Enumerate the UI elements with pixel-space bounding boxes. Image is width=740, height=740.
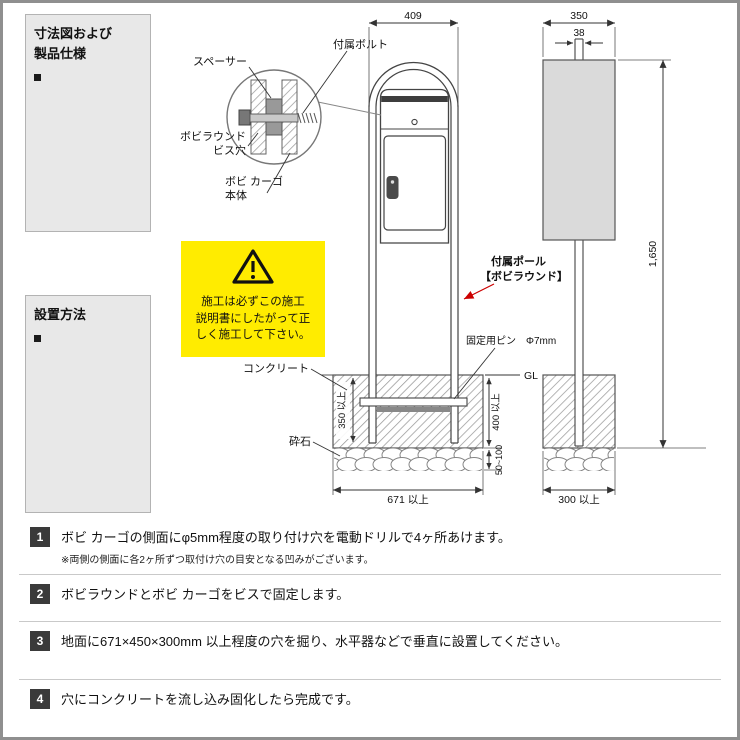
screw-hole-label-1: ボビラウンド: [180, 130, 246, 143]
divider: [19, 679, 721, 680]
bolt-label: 付属ボルト: [333, 38, 388, 51]
step-1-note: ※両側の側面に各2ヶ所ずつ取付け穴の目安となる凹みがございます。: [61, 555, 374, 567]
pole-arch-inner: [375, 68, 452, 108]
gravel-layer-side: [544, 448, 614, 471]
spacer-label: スペーサー: [193, 55, 247, 68]
fixing-pin: [359, 397, 468, 407]
front-view-unit: [359, 61, 468, 444]
divider: [19, 621, 721, 622]
dimension-lines: [333, 19, 667, 494]
bolt-threads: [297, 112, 318, 124]
pole-label-2: 【ボビラウンド】: [480, 269, 568, 283]
door-lock: [386, 176, 399, 199]
spec-title-line1: 寸法図および: [34, 26, 113, 41]
concrete-leader: [310, 368, 348, 391]
mail-slot: [381, 96, 448, 102]
spec-title-box: 寸法図および 製品仕様: [25, 14, 151, 232]
dim-hole-width: 671 以上: [387, 494, 428, 506]
pole-arch-outer: [368, 61, 459, 108]
mailbox-door: [383, 135, 447, 231]
dim-pole-width: 38: [573, 28, 585, 39]
dim-front-width: 409: [404, 10, 422, 22]
side-cabinet: [542, 59, 616, 241]
step-1-text: ボビ カーゴの側面にφ5mm程度の取り付け穴を電動ドリルで4ヶ所あけます。: [61, 530, 511, 545]
dim-total-height: 1,650: [647, 241, 659, 267]
screw-hole-label-2: ビス穴: [213, 143, 246, 157]
step-4-number: 4: [30, 689, 50, 709]
concrete-label: コンクリート: [243, 362, 309, 375]
instruction-steps: 1 ボビ カーゴの側面にφ5mm程度の取り付け穴を電動ドリルで4ヶ所あけます。 …: [3, 518, 737, 730]
step-2-number: 2: [30, 584, 50, 604]
bolt-shaft: [249, 113, 299, 123]
install-title-box: 設置方法: [25, 295, 151, 513]
step-1-number: 1: [30, 527, 50, 547]
technical-drawing: スペーサー 付属ボルト ボビラウンド ビス穴 ボビ カーゴ 本体: [180, 10, 706, 506]
step-3-number: 3: [30, 631, 50, 651]
step-3-text: 地面に671×450×300mm 以上程度の穴を掘り、水平器などで垂直に設置して…: [61, 634, 568, 649]
gravel-label: 砕石: [289, 434, 311, 448]
gravel-layer-front: [334, 448, 482, 471]
dim-side-width: 350: [570, 10, 588, 22]
body-label-1: ボビ カーゴ: [225, 174, 283, 188]
step-2-text: ボビラウンドとボビ カーゴをビスで固定します。: [61, 587, 350, 602]
gravel-leader: [312, 441, 341, 457]
step-3: 3 地面に671×450×300mm 以上程度の穴を掘り、水平器などで垂直に設置…: [3, 622, 737, 679]
body-label-2: 本体: [225, 188, 247, 202]
side-view-unit: [542, 38, 616, 471]
pole-label-1: 付属ポール: [491, 254, 546, 268]
section-mark-icon: [34, 335, 41, 343]
warning-box: 施工は必ずこの施工 説明書にしたがって正 しく施工して下さい。: [181, 241, 325, 357]
warning-line3: しく施工して下さい。: [195, 329, 311, 342]
section-mark-icon: [34, 74, 41, 82]
side-pole: [574, 38, 584, 447]
pin-label: 固定用ピン Φ7mm: [466, 334, 556, 347]
step-4: 4 穴にコンクリートを流し込み固化したら完成です。: [3, 680, 737, 730]
dim-hole-depth: 300 以上: [558, 494, 599, 506]
pole-label-arrow: [463, 283, 495, 300]
divider: [19, 574, 721, 575]
warning-triangle-icon: [232, 249, 274, 284]
pole-legs: [368, 107, 459, 444]
step-2: 2 ボビラウンドとボビ カーゴをビスで固定します。: [3, 575, 737, 621]
detail-leader-lines: [247, 50, 348, 194]
dim-concrete-depth: 400 以上: [491, 393, 502, 431]
step-4-text: 穴にコンクリートを流し込み固化したら完成です。: [61, 692, 359, 707]
bolt-head: [238, 109, 251, 126]
annotations: 付属ポール 【ボビラウンド】 固定用ピン Φ7mm コンクリート 砕石: [243, 254, 568, 457]
flap-latch: [411, 118, 418, 126]
fixing-pin-shadow: [377, 407, 450, 412]
step-1: 1 ボビ カーゴの側面にφ5mm程度の取り付け穴を電動ドリルで4ヶ所あけます。 …: [3, 518, 737, 574]
spec-title-line2: 製品仕様: [34, 46, 87, 62]
gl-label: GL: [524, 370, 538, 382]
dim-embed-depth: 350 以上: [337, 391, 348, 429]
install-title: 設置方法: [34, 307, 87, 322]
warning-line1: 施工は必ずこの施工: [201, 296, 305, 308]
warning-line2: 説明書にしたがって正: [195, 312, 311, 325]
callout-line: [317, 101, 382, 116]
dim-gravel-depth: 50~100: [494, 445, 504, 475]
detail-callout: スペーサー 付属ボルト ボビラウンド ビス穴 ボビ カーゴ 本体: [180, 38, 388, 202]
pin-leader: [453, 347, 496, 400]
